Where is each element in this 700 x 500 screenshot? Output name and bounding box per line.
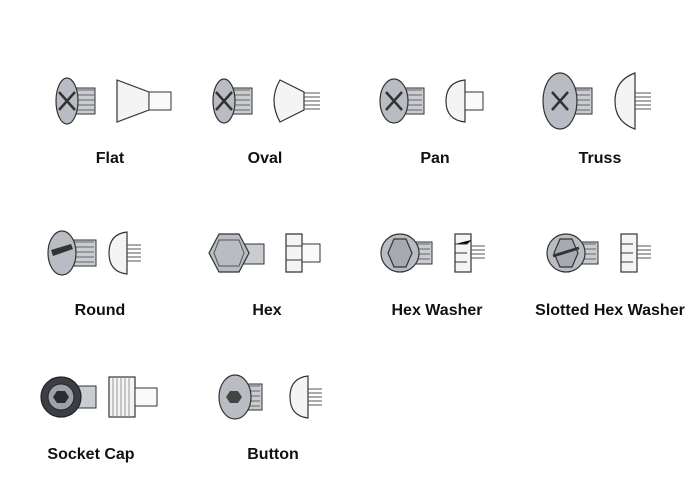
head-type-label: Hex Washer xyxy=(391,302,483,319)
head-type-label: Oval xyxy=(247,150,283,167)
head-type-truss: Truss xyxy=(515,70,685,190)
truss-head-screw-icon xyxy=(542,72,651,130)
head-type-button: Button xyxy=(188,366,358,486)
oval-head-screw-icon xyxy=(212,78,320,124)
head-type-slotted-hex-washer: Slotted Hex Washer xyxy=(525,222,695,342)
head-type-flat: Flat xyxy=(25,70,195,190)
slotted-hex-washer-head-screw-icon xyxy=(546,233,651,273)
head-type-pan: Pan xyxy=(350,70,520,190)
round-head-screw-icon xyxy=(47,230,141,276)
socket-cap-screw-icon xyxy=(40,376,158,418)
head-type-label: Round xyxy=(74,302,126,319)
head-type-hex-washer: Hex Washer xyxy=(352,222,522,342)
head-type-label: Truss xyxy=(578,150,622,167)
head-type-label: Pan xyxy=(420,150,450,167)
head-type-label: Button xyxy=(247,446,299,463)
head-type-label: Hex xyxy=(252,302,282,319)
head-type-socket-cap: Socket Cap xyxy=(6,366,176,486)
button-head-screw-icon xyxy=(218,374,322,420)
head-type-label: Slotted Hex Washer xyxy=(535,302,685,319)
hex-washer-head-screw-icon xyxy=(380,233,485,273)
head-type-oval: Oval xyxy=(180,70,350,190)
flat-head-screw-icon xyxy=(55,77,172,125)
pan-head-screw-icon xyxy=(379,78,484,124)
hex-head-screw-icon xyxy=(208,233,321,273)
head-type-label: Flat xyxy=(95,150,125,167)
head-type-label: Socket Cap xyxy=(47,446,135,463)
head-type-hex: Hex xyxy=(182,222,352,342)
head-type-round: Round xyxy=(15,222,185,342)
